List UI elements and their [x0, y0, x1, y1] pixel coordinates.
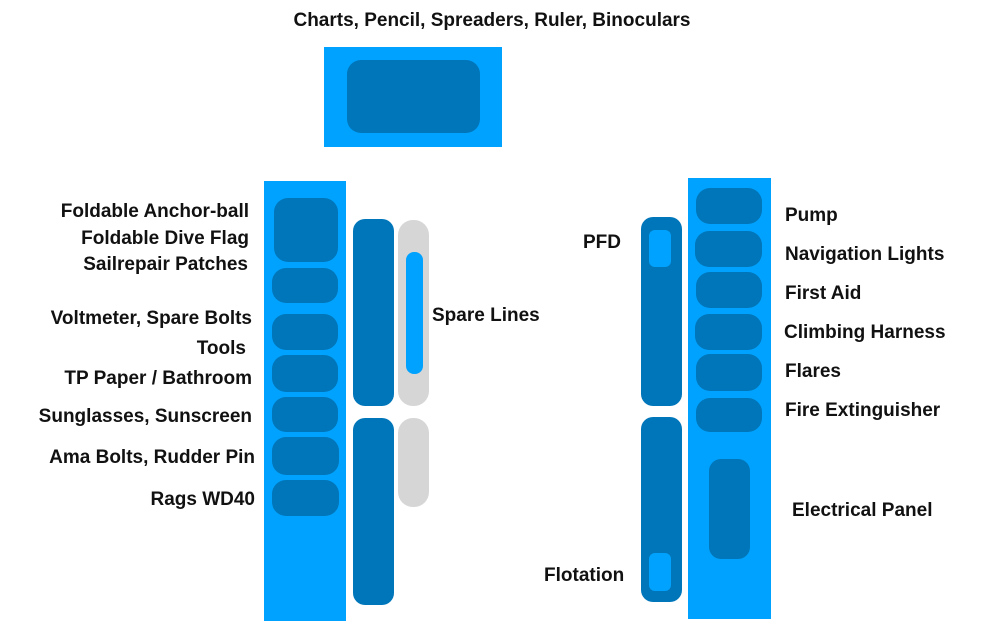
right-block-electrical-panel [709, 459, 750, 559]
label-voltmeter-spare-bolts: Voltmeter, Spare Bolts [50, 308, 252, 329]
label-tp-paper-bathroom: TP Paper / Bathroom [64, 368, 252, 389]
left-block-anchor-flag-patches [274, 198, 338, 262]
label-flares: Flares [785, 361, 841, 382]
label-climbing-harness: Climbing Harness [784, 322, 946, 343]
label-flotation: Flotation [544, 565, 625, 586]
right-block-pump [696, 188, 762, 224]
right-block-climbing-harness [695, 314, 762, 350]
left-block-2 [272, 268, 338, 303]
right-block-first-aid [696, 272, 762, 308]
top-compartment-label: Charts, Pencil, Spreaders, Ruler, Binocu… [293, 10, 691, 31]
label-first-aid: First Aid [785, 283, 862, 304]
left-block-ama-bolts [272, 437, 339, 475]
label-rags-wd40: Rags WD40 [150, 489, 255, 510]
top-storage-block [347, 60, 480, 133]
label-sailrepair-patches: Sailrepair Patches [83, 254, 248, 275]
left-block-tp-paper [272, 355, 338, 392]
label-navigation-lights: Navigation Lights [785, 244, 945, 265]
label-foldable-anchor-ball: Foldable Anchor-ball [60, 201, 249, 222]
label-fire-extinguisher: Fire Extinguisher [785, 400, 941, 421]
left-block-rags [272, 480, 339, 516]
label-electrical-panel: Electrical Panel [792, 500, 933, 521]
label-ama-bolts-rudder-pin: Ama Bolts, Rudder Pin [49, 447, 255, 468]
label-tools: Tools [196, 338, 246, 359]
label-spare-lines: Spare Lines [432, 305, 540, 326]
label-sunglasses-sunscreen: Sunglasses, Sunscreen [38, 406, 252, 427]
flotation-inner [649, 553, 671, 591]
right-block-navigation-lights [695, 231, 762, 267]
left-tall-column-lower [353, 418, 394, 605]
left-tall-column-upper [353, 219, 394, 406]
label-foldable-dive-flag: Foldable Dive Flag [81, 228, 249, 249]
right-block-flares [696, 354, 762, 391]
spare-lines-bag-lower [398, 418, 429, 507]
right-block-fire-extinguisher [696, 398, 762, 432]
pfd-inner [649, 230, 671, 267]
label-pump: Pump [785, 205, 838, 226]
spare-lines-bar [406, 252, 423, 374]
left-block-sunglasses [272, 397, 338, 432]
label-pfd: PFD [583, 232, 621, 253]
left-block-voltmeter [272, 314, 338, 350]
